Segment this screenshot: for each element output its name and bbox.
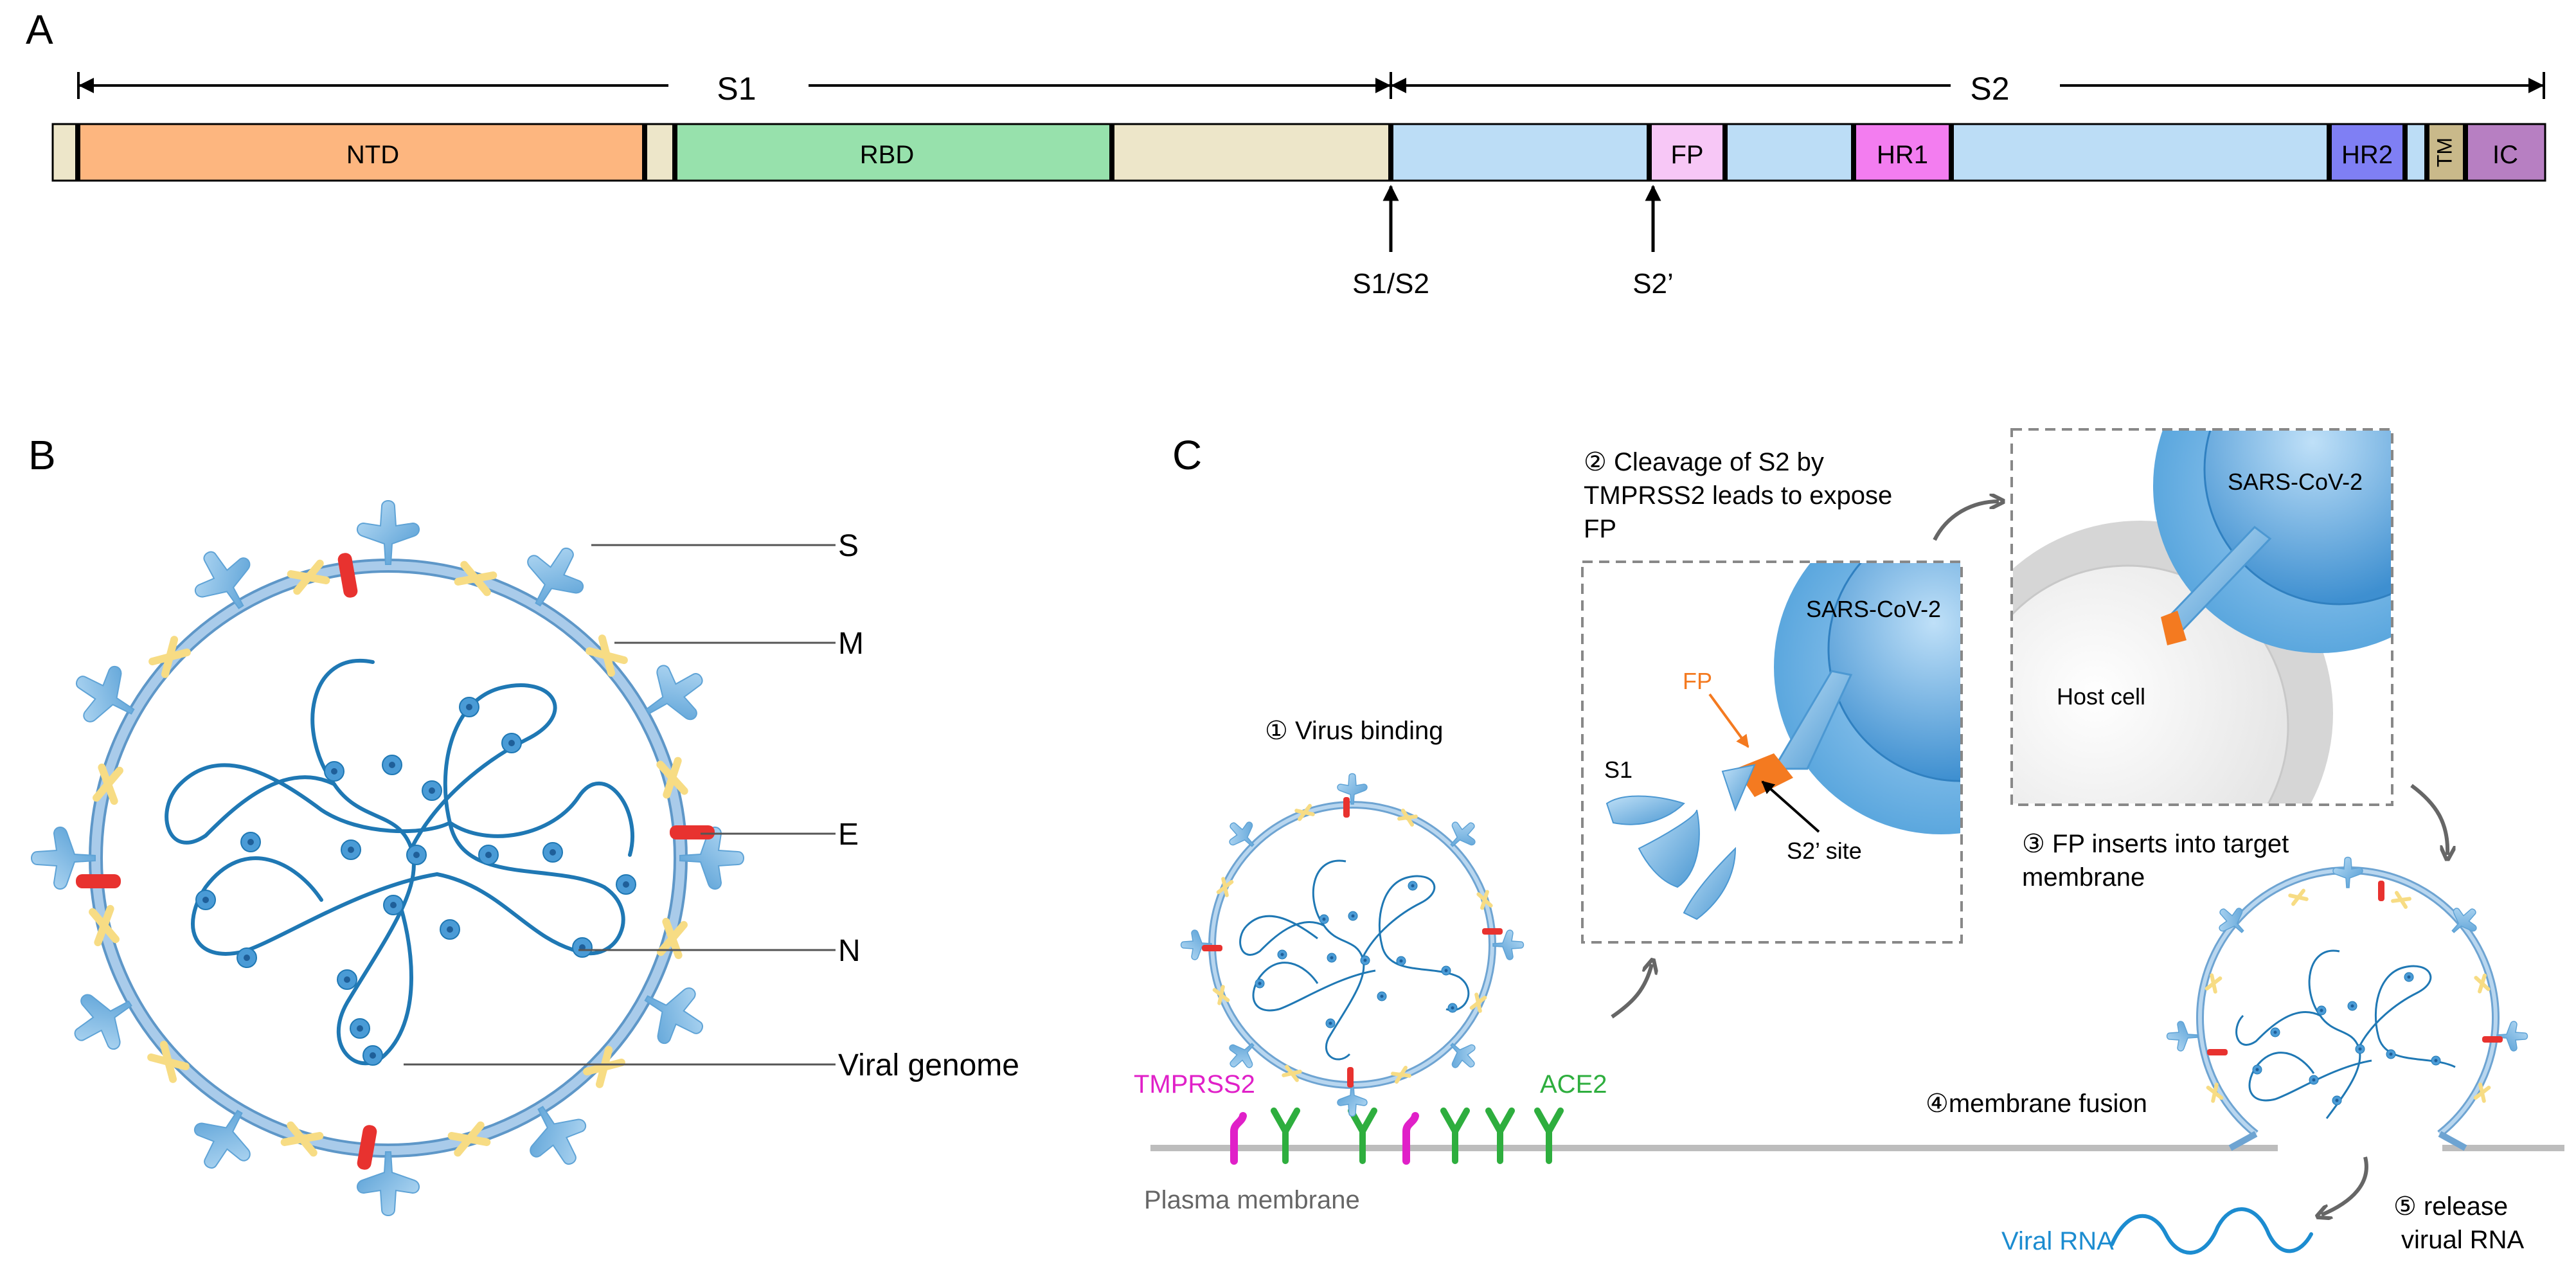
inset1-fp-label: FP	[1683, 668, 1712, 694]
viral-genome	[165, 659, 634, 1066]
label-n: N	[838, 934, 861, 968]
label-e: E	[838, 818, 859, 852]
virion-b: S M E N Viral genome	[31, 500, 1019, 1216]
tm-label: TM	[2433, 138, 2456, 167]
ntd-label: NTD	[346, 141, 399, 169]
panel-b: B	[28, 432, 1019, 1216]
plasma-membrane-label: Plasma membrane	[1144, 1186, 1360, 1214]
virion-binding	[1180, 773, 1525, 1117]
n-proteins	[195, 697, 636, 1066]
step2-line3: FP	[1584, 515, 1616, 543]
viral-rna-label: Viral RNA	[2001, 1227, 2114, 1255]
inset1-site-label: S2’ site	[1787, 838, 1862, 864]
label-viral-genome: Viral genome	[838, 1048, 1019, 1082]
panel-a-label: A	[26, 6, 53, 53]
step2-line2: TMPRSS2 leads to expose	[1584, 481, 1892, 510]
rbd-label: RBD	[860, 141, 914, 169]
step4-label: ④membrane fusion	[1926, 1090, 2147, 1118]
step5-line1: ⑤ release	[2393, 1192, 2508, 1221]
fp-label: FP	[1670, 141, 1703, 169]
panel-c: C Plasma membrane TMPRSS2 ACE2	[1134, 428, 2564, 1255]
tmprss2-receptors	[1234, 1116, 1415, 1161]
panel-b-label: B	[28, 432, 56, 478]
tmprss2-label: TMPRSS2	[1134, 1070, 1255, 1099]
inset-insertion: SARS-CoV-2 Host cell	[2010, 428, 2393, 806]
label-s: S	[838, 529, 859, 563]
inset1-virus-label: SARS-CoV-2	[1806, 596, 1941, 622]
s2prime-site-label: S2’	[1632, 268, 1674, 300]
s1s2-site-label: S1/S2	[1352, 268, 1429, 300]
ntd-domain	[77, 123, 647, 182]
spike-proteins	[31, 500, 744, 1216]
step3-line2: membrane	[2022, 863, 2145, 892]
inset1-s1-label: S1	[1604, 757, 1632, 783]
panel-a: A S1 S2	[26, 6, 2546, 300]
viral-rna-strand	[2110, 1207, 2313, 1255]
step3-line1: ③ FP inserts into target	[2022, 830, 2289, 858]
hr1-domain	[1852, 123, 1953, 182]
s2-span-label: S2	[1970, 71, 2009, 107]
hr1-label: HR1	[1877, 141, 1928, 169]
step5-line2: virual RNA	[2401, 1226, 2524, 1254]
s1-span-label: S1	[717, 71, 756, 107]
label-m: M	[838, 627, 864, 661]
panel-c-label: C	[1172, 432, 1202, 478]
ic-label: IC	[2492, 141, 2518, 169]
ace2-label: ACE2	[1540, 1070, 1607, 1099]
virion-fusing	[2166, 856, 2528, 1151]
fp-domain	[1648, 123, 1726, 182]
inset2-virus-label: SARS-CoV-2	[2228, 469, 2363, 495]
e-proteins	[76, 553, 715, 1170]
spike-domain-bar	[51, 123, 2546, 182]
hr2-label: HR2	[2341, 141, 2393, 169]
inset2-host-label: Host cell	[2057, 683, 2145, 710]
inset-cleavage: SARS-CoV-2 FP S1 S2’ site	[1581, 561, 1963, 944]
step2-line1: ② Cleavage of S2 by	[1584, 448, 1824, 476]
step1-label: ① Virus binding	[1265, 717, 1444, 745]
